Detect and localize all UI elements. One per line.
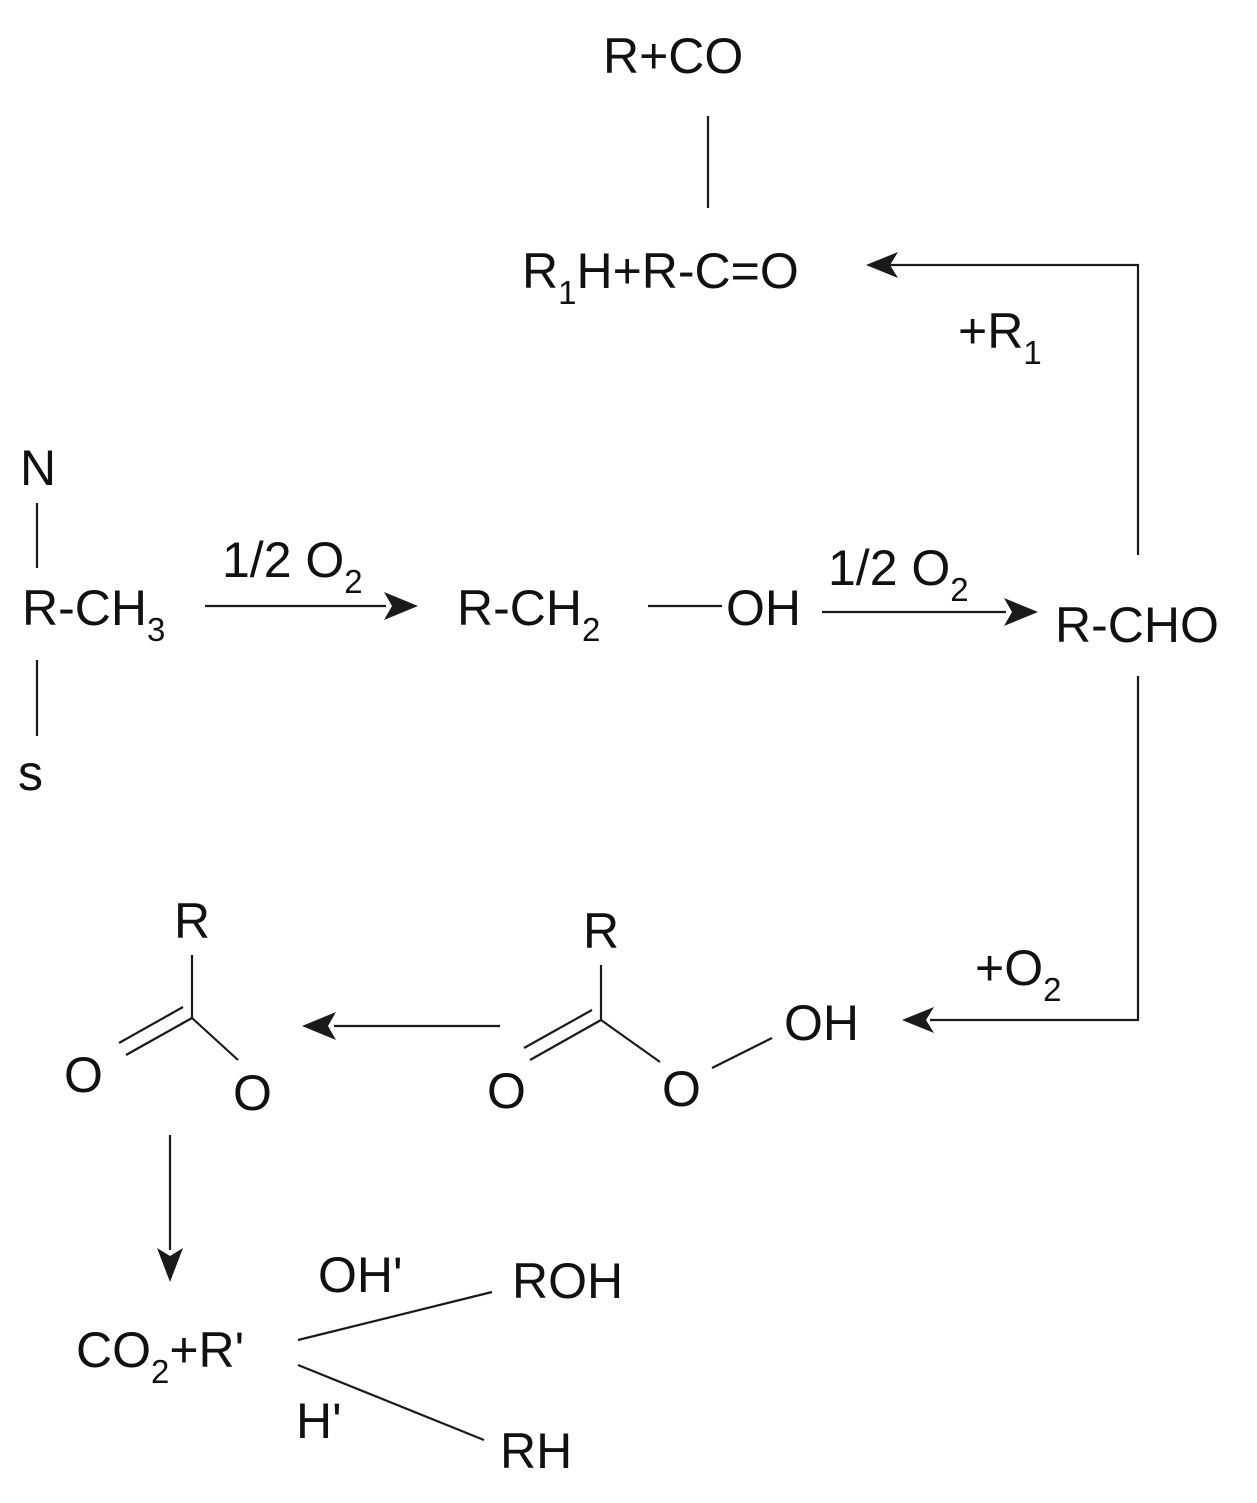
acyloxy-double-bond-a xyxy=(125,1017,193,1056)
n-atom-label: N xyxy=(20,440,56,496)
acyloxy-bond-c-o xyxy=(191,1017,239,1061)
acyloxy-r-label: R xyxy=(174,893,210,949)
arrow-rcho-to-acyl xyxy=(872,263,1140,555)
peracid-double-bond-a xyxy=(529,1019,602,1061)
arrowhead-to-peracid xyxy=(902,1007,934,1033)
r1h-acyl-label: R1H+R-C=O xyxy=(522,243,799,311)
oh-label: OH xyxy=(726,580,801,636)
oh-radical-label: OH' xyxy=(318,1247,403,1303)
bond-to-rh xyxy=(297,1363,485,1442)
r-ch2-label: R-CH2 xyxy=(457,580,600,648)
peracid-double-bond-b xyxy=(523,1009,593,1049)
acyloxy-o-label: O xyxy=(233,1065,272,1121)
r-co-label: R+CO xyxy=(603,28,743,84)
plus-r1-label: +R1 xyxy=(958,303,1042,371)
arrowhead-to-ch2 xyxy=(384,592,418,620)
plus-o2-label: +O2 xyxy=(975,940,1061,1008)
rh-label: RH xyxy=(500,1423,572,1479)
peracid-r-label: R xyxy=(583,903,619,959)
r-cho-label: R-CHO xyxy=(1055,597,1219,653)
half-o2-label-1: 1/2 O2 xyxy=(222,532,363,600)
peracid-bond-c-o xyxy=(600,1019,661,1063)
arrow-rcho-to-peracid xyxy=(930,676,1140,1022)
r-ch3-label: R-CH3 xyxy=(22,580,165,648)
s-atom-label: s xyxy=(18,745,43,801)
peracid-o-dbl-label: O xyxy=(487,1063,526,1119)
arrowhead-to-co2 xyxy=(157,1248,183,1282)
acyloxy-double-bond-b xyxy=(118,1006,184,1044)
h-radical-label: H' xyxy=(296,1393,342,1449)
arrowhead-to-acyloxy xyxy=(302,1012,336,1040)
peracid-o-label: O xyxy=(662,1061,701,1117)
arrowhead-to-rcho xyxy=(1004,598,1038,626)
peracid-oh-label: OH xyxy=(784,995,859,1051)
acyloxy-o-dbl-label: O xyxy=(64,1047,103,1103)
peracid-bond-o-oh xyxy=(711,1037,773,1069)
arrowhead-to-acyl xyxy=(866,252,898,278)
co2-r-label: CO2+R' xyxy=(76,1322,244,1390)
half-o2-label-2: 1/2 O2 xyxy=(828,540,969,608)
bond-to-roh xyxy=(297,1290,493,1342)
roh-label: ROH xyxy=(512,1253,623,1309)
